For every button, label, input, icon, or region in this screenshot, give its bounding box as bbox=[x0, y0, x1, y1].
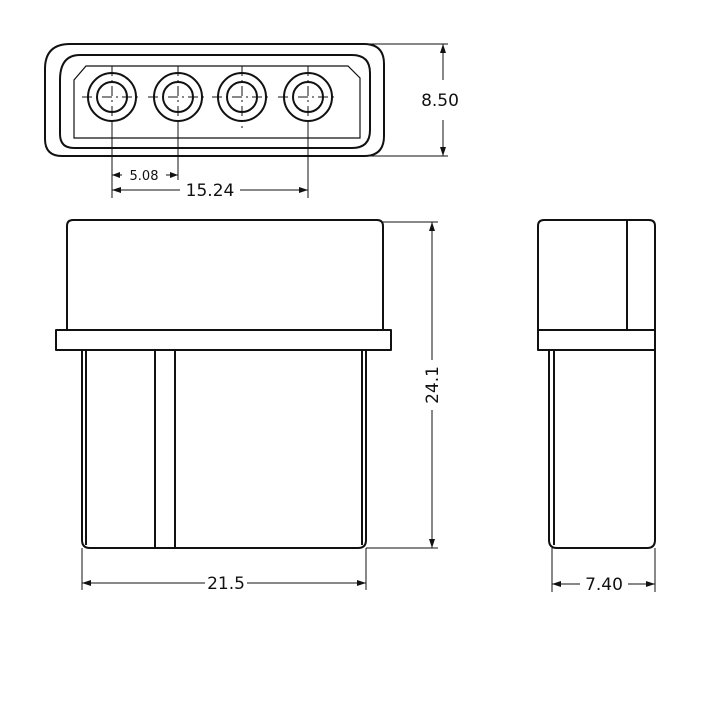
front-width-dimension-label: 21.5 bbox=[207, 574, 245, 594]
pin-socket-2 bbox=[148, 66, 208, 128]
front-view-cap bbox=[66, 219, 384, 330]
front-view-body bbox=[81, 350, 367, 549]
pin-socket-1 bbox=[82, 66, 142, 128]
top-height-dimension-label: 8.50 bbox=[421, 91, 459, 111]
pitch-dimension-label: 5.08 bbox=[130, 169, 159, 184]
top-view-outer-outline bbox=[44, 43, 385, 157]
side-depth-dimension-label: 7.40 bbox=[585, 575, 623, 595]
pin-socket-3 bbox=[212, 66, 272, 128]
pitch-dimension: 5.08 bbox=[112, 169, 178, 184]
side-view-cap bbox=[537, 219, 656, 330]
front-height-dimension: 24.1 bbox=[366, 221, 443, 549]
top-view-inner-outline bbox=[59, 54, 371, 149]
side-view-flange bbox=[537, 329, 656, 351]
top-view: 5.08 15.24 8.50 bbox=[44, 43, 459, 201]
span-dimension: 15.24 bbox=[112, 181, 308, 201]
top-view-chamfer-inner bbox=[73, 65, 361, 139]
side-view: 7.40 bbox=[537, 219, 656, 595]
top-height-dimension: 8.50 bbox=[364, 43, 459, 157]
front-view-latch-rib bbox=[154, 349, 176, 549]
side-view-body bbox=[548, 350, 656, 549]
span-dimension-label: 15.24 bbox=[186, 181, 235, 201]
front-view-flange bbox=[55, 329, 392, 351]
front-view: 24.1 21.5 bbox=[55, 219, 443, 594]
front-width-dimension: 21.5 bbox=[81, 548, 367, 594]
front-height-dimension-label: 24.1 bbox=[423, 366, 443, 404]
pin-socket-4 bbox=[278, 66, 338, 128]
side-depth-dimension: 7.40 bbox=[551, 548, 656, 595]
